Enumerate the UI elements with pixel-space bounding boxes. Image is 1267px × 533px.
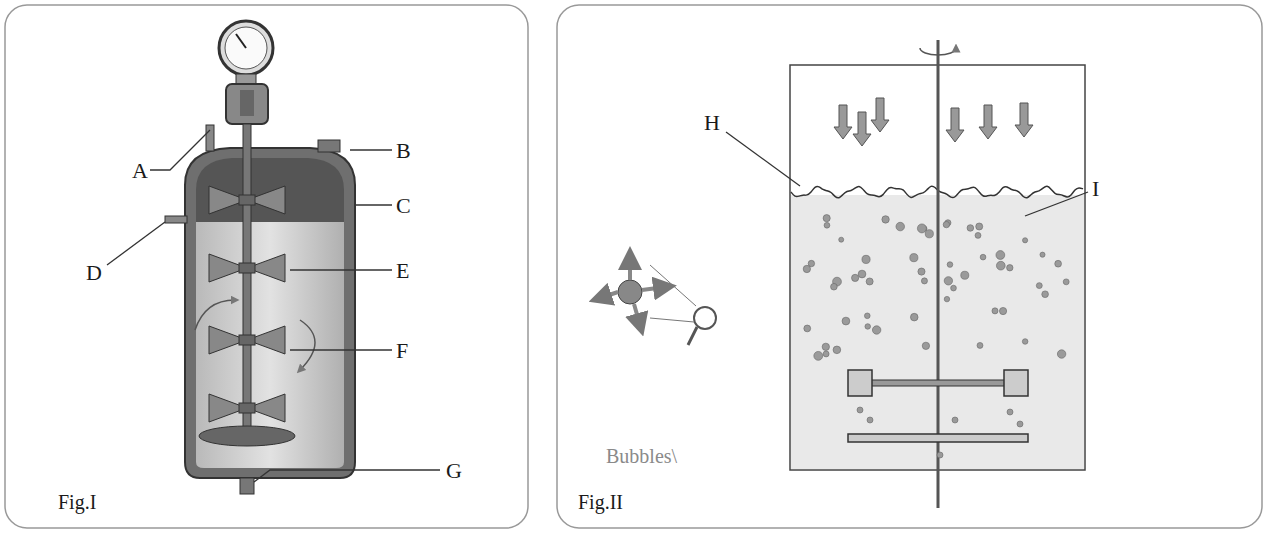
bubble [804, 325, 811, 332]
bubble [975, 232, 981, 238]
bubble [823, 351, 829, 357]
leader-line [107, 130, 440, 482]
bubble [1017, 421, 1023, 427]
bubble [918, 268, 925, 275]
bubble [872, 326, 880, 334]
bubble [996, 251, 1005, 260]
bubble [925, 230, 933, 238]
impeller [209, 186, 285, 422]
bubble [977, 342, 983, 348]
gas-arrow [834, 98, 1033, 146]
callout-letter: F [396, 340, 408, 362]
bubble [943, 221, 949, 227]
bubble [992, 308, 998, 314]
bubble [822, 343, 829, 350]
bubble [862, 255, 870, 263]
gas-arrow [1015, 103, 1033, 137]
bubble [910, 313, 918, 321]
impeller-hub [239, 403, 255, 413]
bubble [996, 261, 1005, 270]
bubble [967, 225, 974, 232]
bubble-inset [600, 258, 716, 345]
bubble [976, 223, 983, 230]
bubble [864, 313, 870, 319]
bubble [824, 222, 830, 228]
figure-caption: Fig.I [58, 492, 96, 512]
gas-arrow [834, 105, 852, 139]
bubble [1023, 238, 1028, 243]
bubble [944, 277, 952, 285]
stirred-tank [790, 40, 1085, 508]
callout-letter: H [704, 112, 720, 134]
bubble [866, 278, 873, 285]
bubble [917, 224, 926, 233]
bubble [803, 215, 1069, 458]
bubble [1057, 350, 1065, 358]
bubble [842, 317, 850, 325]
bubble [1040, 252, 1045, 257]
bubbles-label: Bubbles\ [606, 446, 677, 466]
panel-frame [557, 5, 1262, 528]
impeller-hub [239, 263, 255, 273]
impeller-hub [239, 195, 255, 205]
bubble [1036, 283, 1042, 289]
callout-letter: B [396, 140, 411, 162]
bubble [823, 215, 830, 222]
bubble [1007, 265, 1013, 271]
bubble [944, 296, 949, 301]
callout-letter: D [86, 262, 102, 284]
bubble [999, 307, 1006, 314]
fermenter-vessel [165, 21, 355, 494]
bubble [803, 265, 810, 272]
bubble [1063, 279, 1069, 285]
bubble [980, 254, 986, 260]
bubble [858, 270, 866, 278]
gas-arrow [946, 108, 964, 142]
gas-arrow [979, 105, 997, 139]
bubble [814, 351, 823, 360]
bubble [831, 283, 838, 290]
bubble [1007, 409, 1013, 415]
callout-letter: C [396, 195, 411, 217]
bubble [839, 237, 844, 242]
bubble [910, 254, 918, 262]
bubble [951, 285, 957, 291]
bubble [961, 271, 969, 279]
impeller-hub [239, 335, 255, 345]
bubble [896, 222, 905, 231]
figure-caption: Fig.II [578, 492, 623, 512]
bubble [1055, 260, 1062, 267]
bubble [852, 274, 859, 281]
leader-line [726, 132, 1088, 216]
callout-letter: E [396, 260, 409, 282]
callout-letter: G [446, 460, 462, 482]
bubble [1042, 291, 1049, 298]
bubble [833, 346, 841, 354]
bubble [1022, 339, 1028, 345]
gas-arrow [871, 98, 889, 132]
bubble [867, 417, 873, 423]
bubble [937, 452, 943, 458]
callout-letter: I [1092, 178, 1099, 200]
bubble [947, 262, 953, 268]
bubble [865, 324, 871, 330]
bubble [922, 342, 929, 349]
bubble [952, 417, 958, 423]
bubble [882, 216, 889, 223]
callout-letter: A [132, 160, 148, 182]
bubble [857, 407, 863, 413]
panel-frame [5, 5, 528, 528]
gas-arrow [853, 112, 871, 146]
bubble [921, 278, 927, 284]
